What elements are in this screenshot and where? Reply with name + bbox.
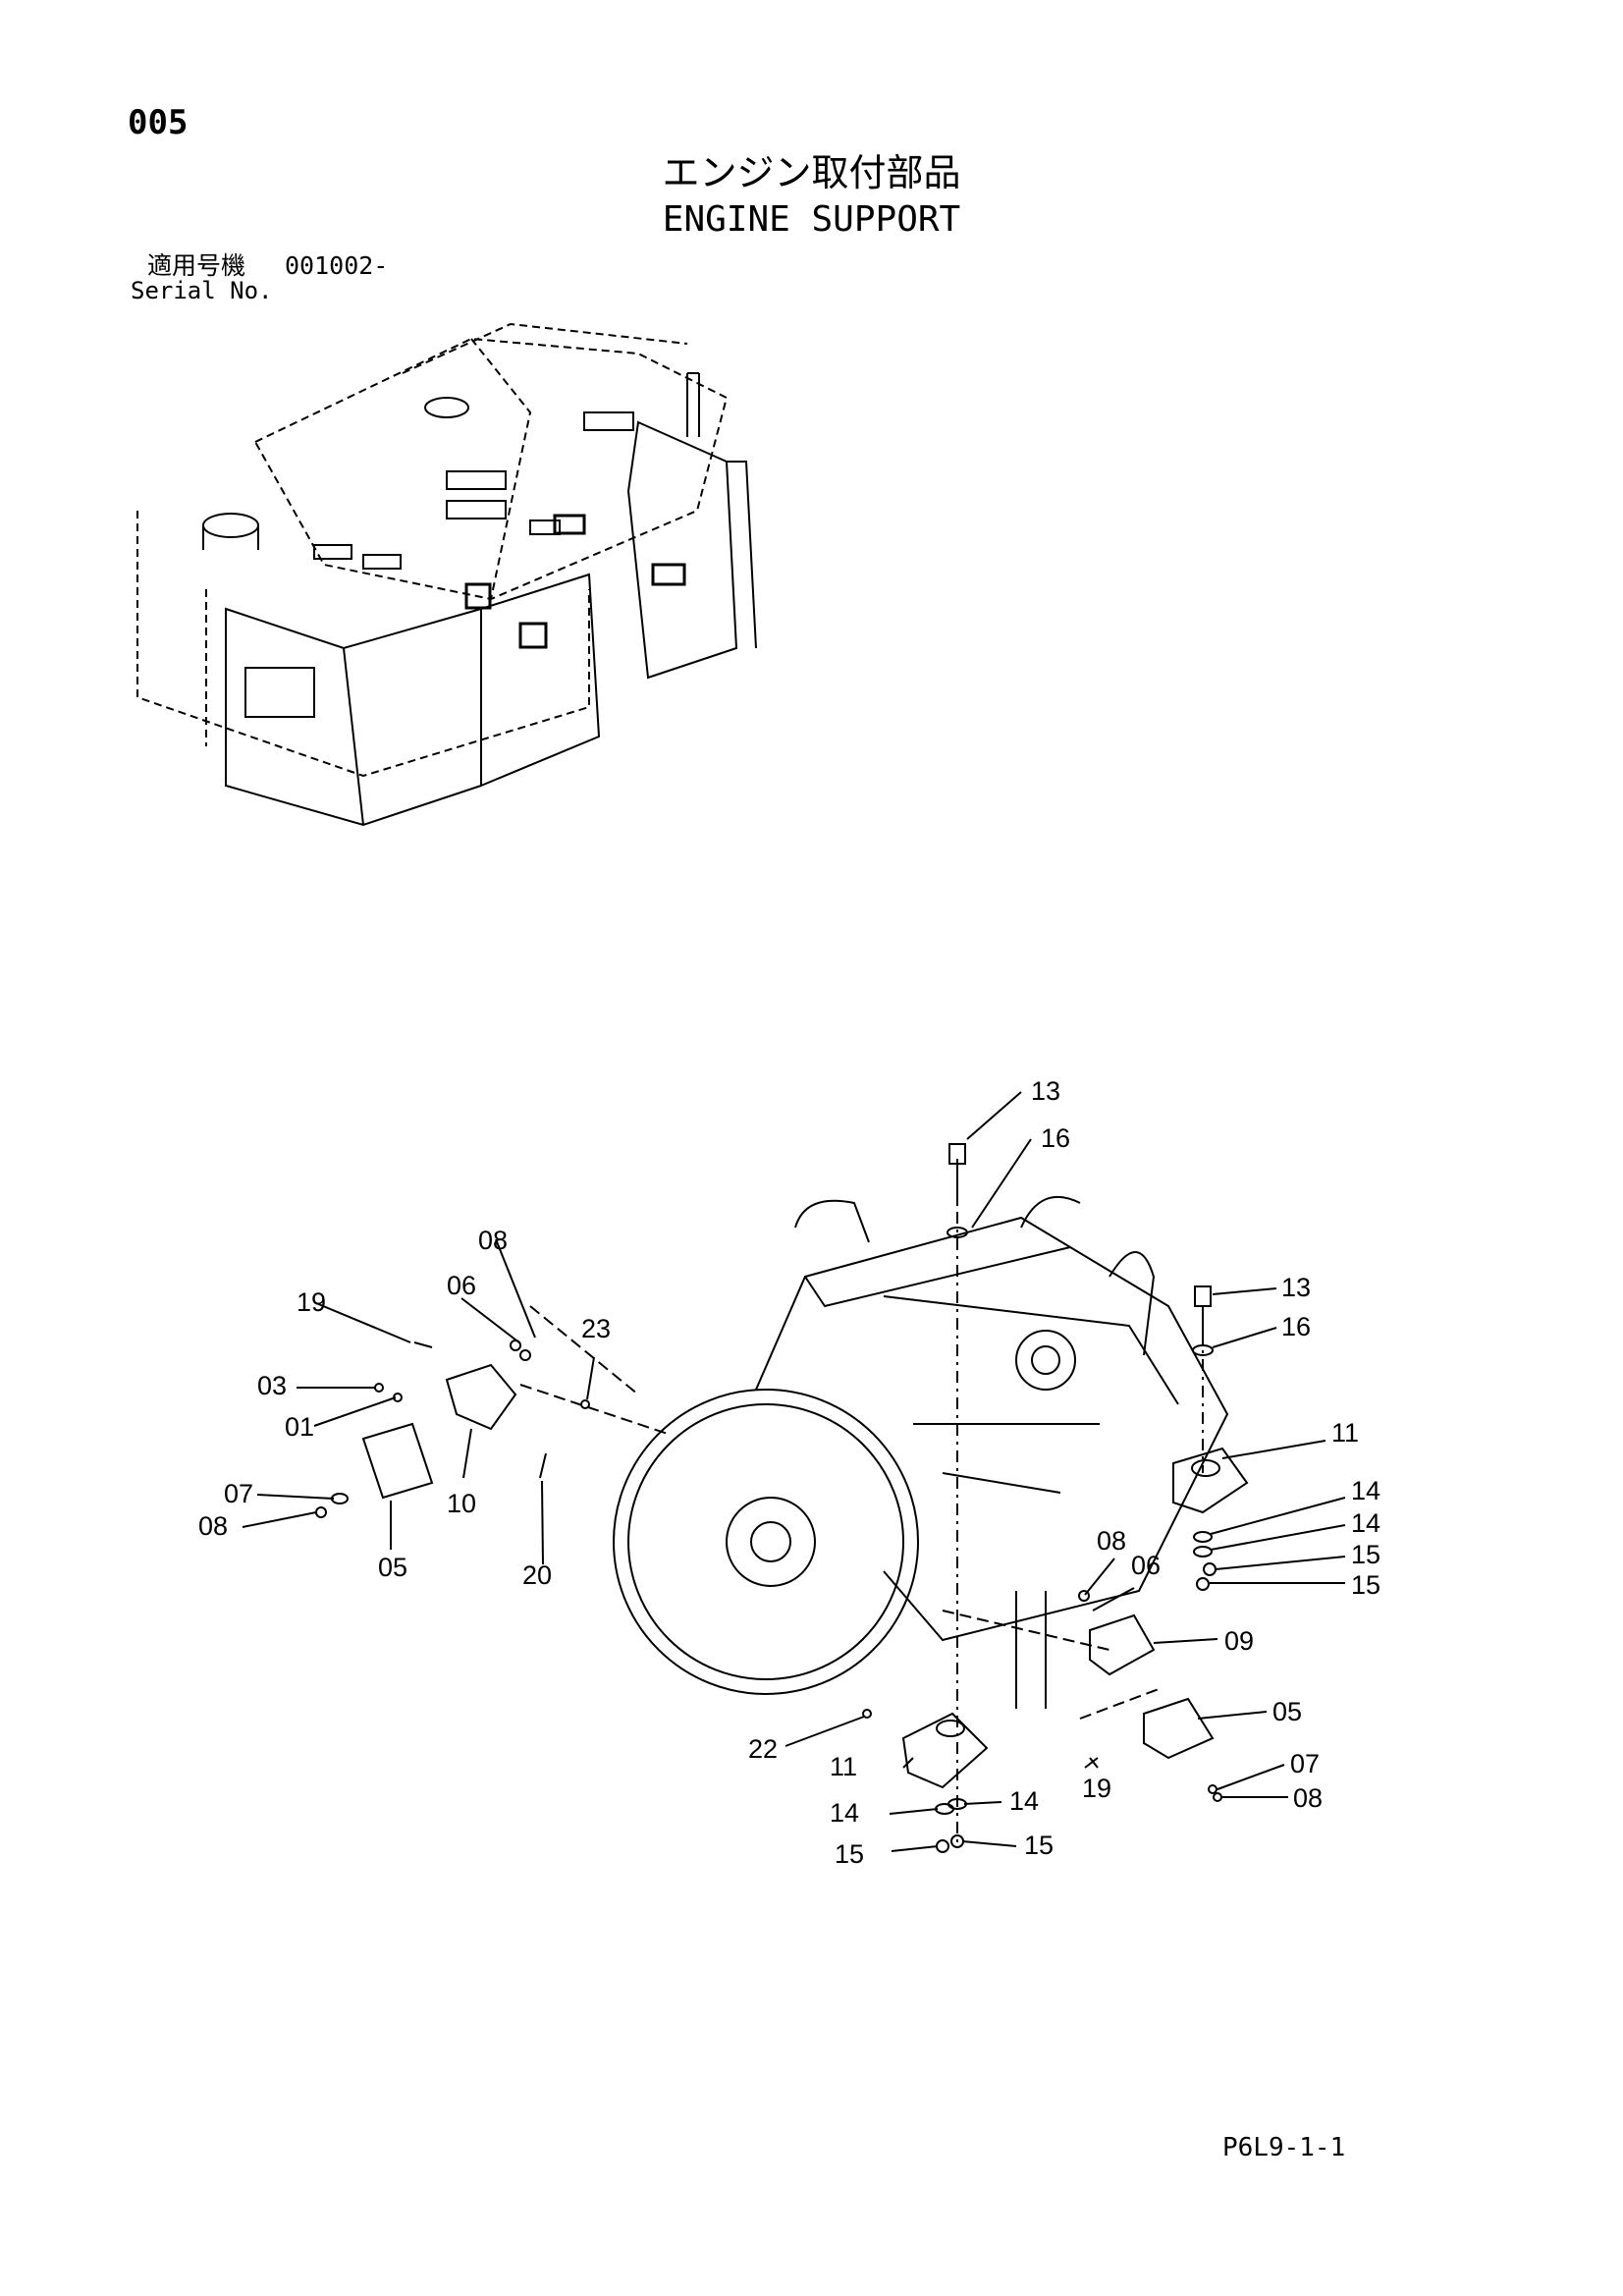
callout-09: 09 [1224,1626,1254,1656]
callout-16: 16 [1041,1123,1070,1153]
callout-14: 14 [1009,1786,1039,1816]
page-title-jp: エンジン取付部品 [662,151,961,194]
callout-14: 14 [1351,1476,1380,1505]
callout-06: 06 [1131,1551,1161,1580]
callout-15: 15 [1024,1831,1054,1860]
callout-11: 11 [1331,1418,1359,1448]
callout-14: 14 [830,1798,859,1828]
serial-value: 001002- [285,251,389,280]
callout-07: 07 [1290,1749,1320,1778]
callout-15: 15 [1351,1570,1380,1600]
footer-code: P6L9-1-1 [1222,2133,1346,2162]
callout-08: 08 [478,1226,508,1255]
serial-label-jp: 適用号機 [147,251,246,280]
callout-15: 15 [1351,1540,1380,1569]
callout-14: 14 [1351,1508,1380,1538]
callout-13: 13 [1031,1076,1060,1106]
callout-20: 20 [522,1560,552,1590]
callout-07: 07 [224,1479,253,1508]
callout-05: 05 [1272,1697,1302,1726]
page-number: 005 [128,103,189,142]
callout-19: 19 [297,1287,326,1317]
callout-08: 08 [198,1511,228,1541]
callout-16: 16 [1281,1312,1311,1341]
callout-01: 01 [285,1412,314,1442]
serial-label-en: Serial No. [131,277,273,304]
page-title-en: ENGINE SUPPORT [662,199,961,240]
callout-19: 19 [1082,1774,1111,1803]
callout-11: 11 [830,1752,857,1781]
callout-15: 15 [835,1839,864,1869]
callout-06: 06 [447,1271,476,1300]
callout-03: 03 [257,1371,287,1400]
callout-23: 23 [581,1314,611,1343]
callout-05: 05 [378,1553,407,1582]
callout-08: 08 [1097,1526,1126,1556]
callout-08: 08 [1293,1783,1323,1813]
callout-10: 10 [447,1489,476,1518]
callout-22: 22 [748,1734,778,1764]
callout-13: 13 [1281,1273,1311,1302]
